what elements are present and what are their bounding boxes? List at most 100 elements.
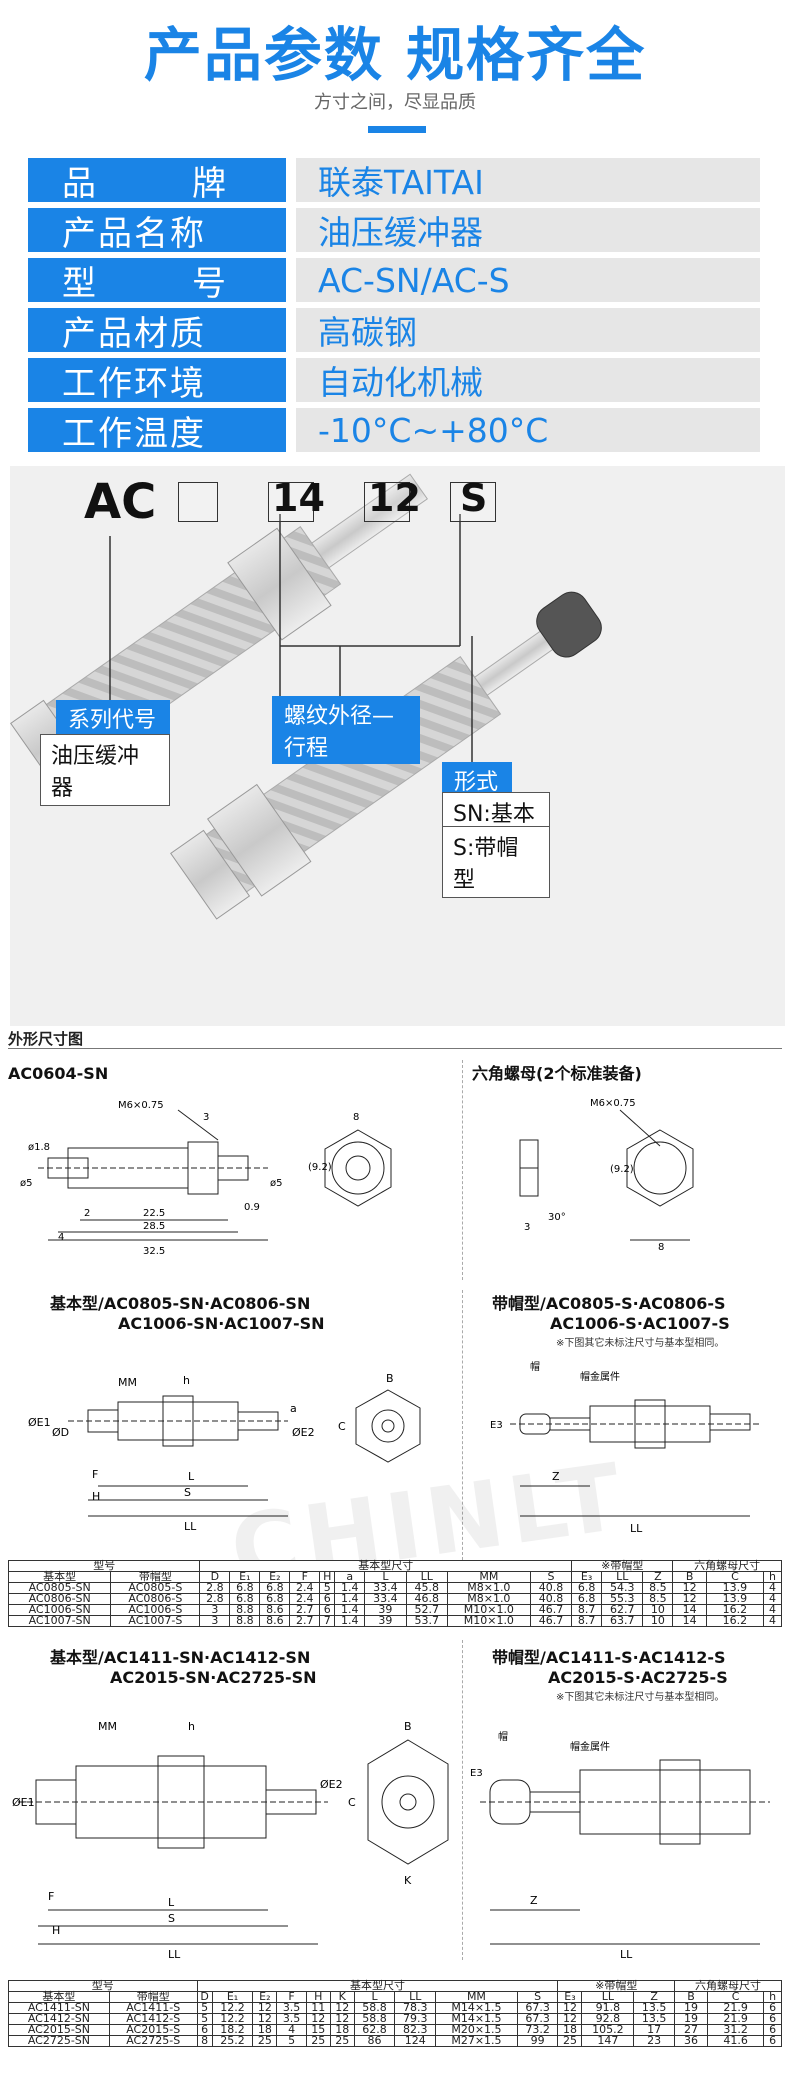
table-group-header: 型号基本型尺寸※带帽型六角螺母尺寸 [8,1980,783,1992]
dim-d: ØD [52,1426,69,1439]
code-prefix: AC [84,474,157,530]
dim-e3-l: E3 [470,1768,483,1779]
header-cell: E₃ [557,1991,583,2003]
model-code-diagram: AC 14 12 S 系列代号 油压缓冲器 螺纹外径—行程 形式 SN:基本型 … [10,466,785,1026]
dim-4: 4 [58,1232,64,1243]
param-value: 油压缓冲器 [296,208,760,252]
param-row-material: 产品材质 高碳钢 [28,308,760,354]
table-cell: 63.7 [601,1615,644,1627]
table-cell: 6 [763,2035,782,2047]
dim-2: 2 [84,1208,90,1219]
group-header-cell: 型号 [8,1980,198,1992]
table-cell: 52.7 [405,1604,448,1616]
dim-e1: ØE1 [28,1416,51,1429]
dim-h-l: h [188,1720,195,1733]
series-value: 油压缓冲器 [40,734,170,806]
param-row-temperature: 工作温度 -10°C~+80°C [28,408,760,454]
param-value: 高碳钢 [296,308,760,352]
dim-l-l: L [168,1896,175,1909]
table-cell: 25 [252,2035,278,2047]
group-header-cell: 六角螺母尺寸 [673,1980,783,1992]
dim-s-l: S [168,1912,175,1925]
table-cell: 10 [642,1615,674,1627]
dim-0-9: 0.9 [244,1202,260,1213]
param-key-char: 号 [192,263,226,304]
dim-h2-l: H [52,1924,60,1937]
param-row-name: 产品名称 油压缓冲器 [28,208,760,254]
code-form-box [450,482,496,522]
table-cell: AC2725-SN [8,2035,110,2047]
page-subtitle: 方寸之间，尽显品质 [314,92,476,113]
thread-stroke-tag: 螺纹外径—行程 [272,696,420,764]
table-cell: 12 [252,2013,278,2025]
nut-angle: 30° [548,1212,566,1223]
divider [8,1048,782,1049]
param-value: AC-SN/AC-S [296,258,760,302]
code-stroke-box [364,482,410,522]
header-cell: 基本型 [8,1991,110,2003]
dim-f-l: F [48,1890,54,1903]
divider [462,1060,463,1280]
group-header-cell: ※带帽型 [557,1980,675,1992]
divider [462,1640,463,1960]
dim-c: C [338,1420,346,1433]
hex-nut-title: 六角螺母(2个标准装备) [472,1064,642,1083]
dim-d5b: ø5 [270,1178,282,1189]
dim-s: S [184,1486,191,1499]
dim-d5: ø5 [20,1178,32,1189]
table-cell: 86 [353,2035,396,2047]
basic-small-title-2: AC1006-SN·AC1007-SN [118,1314,325,1333]
code-stroke: 12 [368,476,421,520]
cap-large-title-2: AC2015-S·AC2725-S [548,1668,728,1687]
header-cell: E₂ [252,1991,278,2003]
param-key: 品牌 [28,158,286,204]
dimension-section-title: 外形尺寸图 [8,1030,84,1048]
table-cell: 8 [196,2035,213,2047]
table-cell: 2.7 [289,1615,321,1627]
table-cell: 7 [319,1615,336,1627]
table-cell: 147 [581,2035,635,2047]
page-title: 产品参数 规格齐全 [143,21,647,89]
table-cell: 23 [633,2035,675,2047]
param-key: 工作环境 [28,358,286,404]
param-key-char: 牌 [192,163,226,204]
dim-ll-cap-l: LL [620,1948,633,1961]
cap-note-large: ※下图其它未标注尺寸与基本型相同。 [556,1692,725,1703]
table-cell: 12 [329,2013,355,2025]
table-cell: 36 [673,2035,709,2047]
code-thread-box [268,482,314,522]
code-blank-box [178,482,218,522]
basic-large-drawing: MM h B C ØE1 ØE2 K F L H S LL [12,1720,449,1961]
cap-label: 帽 [530,1360,540,1373]
dim-32-5: 32.5 [143,1246,165,1257]
cap-small-title-1: 带帽型/AC0805-S·AC0806-S [492,1294,726,1313]
dim-nut-9-2: (9.2) [308,1162,332,1173]
table-cell: 8.7 [571,1615,603,1627]
table-cell: 25 [329,2035,355,2047]
table-cell: 53.7 [405,1615,448,1627]
cap-large-drawing: 帽 帽金属件 E3 Z LL [470,1730,770,1961]
cap-small-title-2: AC1006-S·AC1007-S [550,1314,730,1333]
metal-label-l: 帽金属件 [570,1740,610,1753]
header-cell: h [763,1991,782,2003]
code-thread-diameter: 14 [272,476,325,520]
dim-e2-l: ØE2 [320,1778,343,1791]
dim-l: L [188,1470,195,1483]
table-cell: 25 [305,2035,331,2047]
dim-e2: ØE2 [292,1426,315,1439]
dim-h2: H [92,1490,100,1503]
divider [462,1290,463,1560]
dim-f: F [92,1468,98,1481]
table-cell: 8.8 [229,1615,261,1627]
basic-large-title-1: 基本型/AC1411-SN·AC1412-SN [50,1648,311,1667]
series-tag: 系列代号 [56,700,170,736]
header-cell: MM [435,1991,518,2003]
